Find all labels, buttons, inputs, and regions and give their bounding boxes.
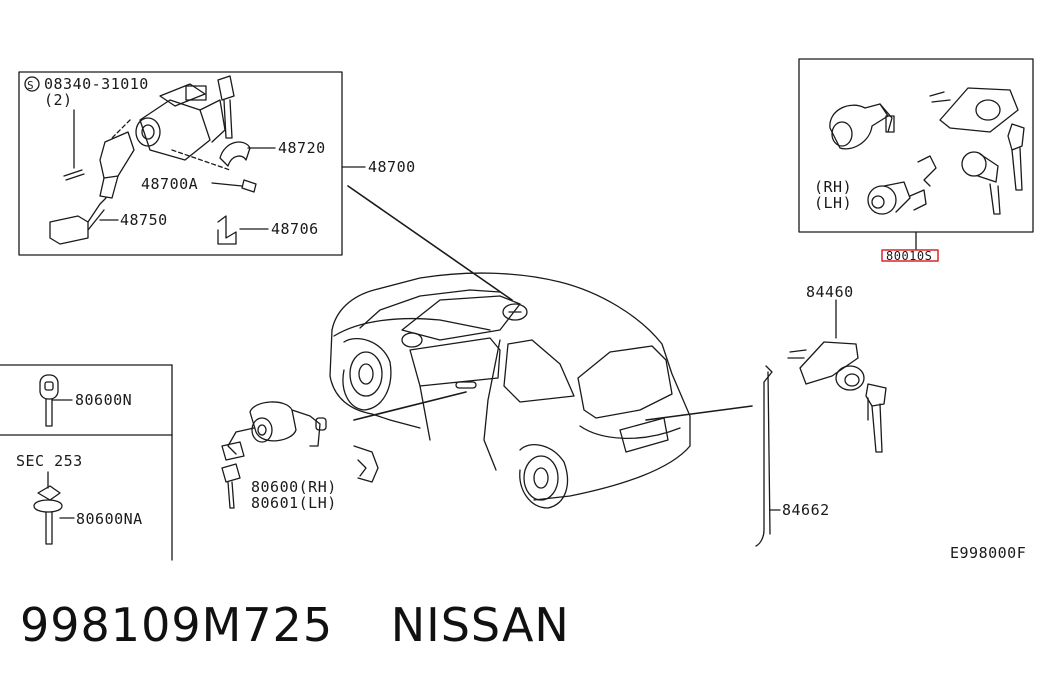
label-ignition-assembly: 48700	[368, 158, 416, 176]
footer-title: 998109M725 NISSAN	[20, 598, 570, 652]
label-ignition-connector: 48750	[120, 211, 168, 229]
hatchback-car-drawing	[329, 272, 691, 509]
label-key-blank: 80600NA	[76, 510, 143, 528]
key-drawing	[33, 374, 75, 545]
label-door-cylinder-rh: 80600(RH)	[251, 478, 337, 496]
label-diagram-code: E998000F	[950, 544, 1026, 562]
label-ignition-bolt: 48700A	[141, 175, 198, 193]
back-door-lock-drawing	[755, 299, 887, 547]
label-key-part: 80600N	[75, 391, 132, 409]
lock-set-drawing	[829, 87, 1025, 251]
ignition-inset-frame	[18, 71, 343, 256]
label-ignition-bracket: 48720	[278, 139, 326, 157]
label-back-door-lock: 84460	[806, 283, 854, 301]
label-lock-set-part: 80010S	[886, 249, 932, 263]
lock-set-part-highlight	[881, 249, 939, 262]
label-lock-set-lh: (LH)	[814, 194, 852, 212]
callout-arrows	[347, 185, 753, 421]
label-bolt-qty: (2)	[44, 91, 73, 109]
label-bolt-spec: 08340-31010	[44, 75, 149, 93]
label-back-door-rod: 84662	[782, 501, 830, 519]
label-key-section: SEC 253	[16, 452, 83, 470]
bolt-spec-symbol: S	[27, 79, 34, 92]
label-lock-set-rh: (RH)	[814, 178, 852, 196]
footer-brand: NISSAN	[390, 598, 570, 652]
door-cylinder-drawing	[221, 401, 379, 509]
label-ignition-clip: 48706	[271, 220, 319, 238]
footer-part-number: 998109M725	[20, 598, 334, 652]
label-door-cylinder-lh: 80601(LH)	[251, 494, 337, 512]
ignition-lock-drawing	[24, 75, 276, 245]
